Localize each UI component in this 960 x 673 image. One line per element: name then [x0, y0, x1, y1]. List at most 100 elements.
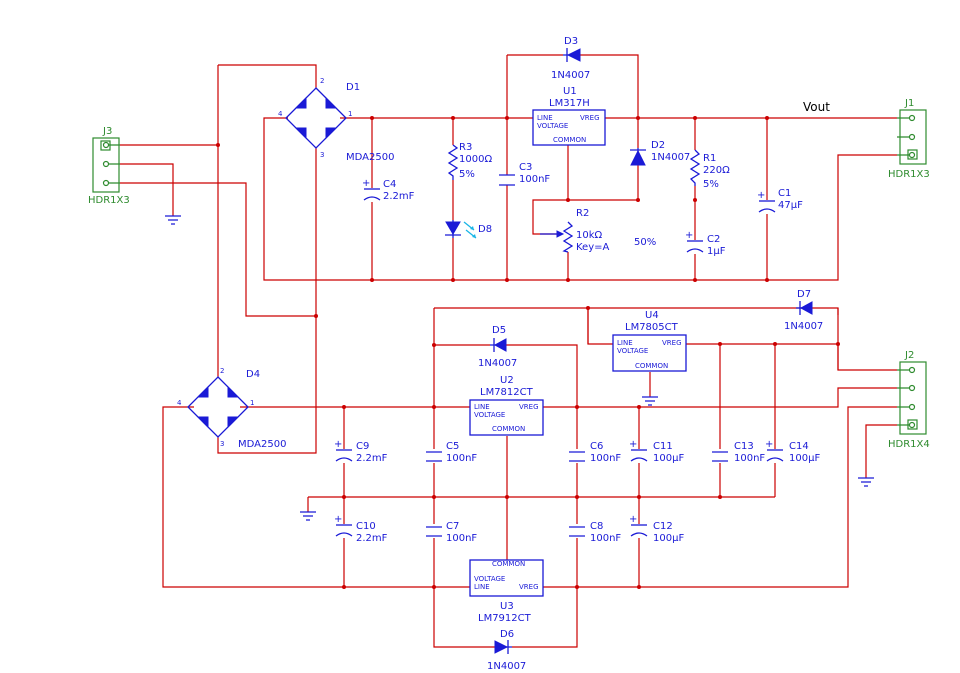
- pin-label: VREG: [519, 403, 539, 411]
- capacitor-c8[interactable]: C8 100nF: [569, 521, 621, 544]
- pin-label: 2: [220, 367, 224, 375]
- capacitor-c9[interactable]: + C9 2.2mF: [334, 439, 388, 464]
- led-d8[interactable]: D8: [445, 220, 492, 239]
- connector-value: HDR1X3: [888, 169, 930, 180]
- component-value: 100µF: [653, 453, 684, 464]
- diode-d2[interactable]: D2 1N4007: [630, 140, 690, 166]
- component-value: 1N4007: [478, 358, 517, 369]
- capacitor-c5[interactable]: C5 100nF: [426, 441, 477, 464]
- component-value: 1N4007: [651, 152, 690, 163]
- component-value: 1N4007: [551, 70, 590, 81]
- capacitor-c11[interactable]: + C11 100µF: [629, 439, 684, 464]
- pin-label: LINE: [474, 583, 490, 591]
- component-ref: D4: [246, 369, 260, 380]
- capacitor-c2[interactable]: + C2 1µF: [685, 230, 726, 257]
- component-tolerance: 5%: [459, 169, 475, 180]
- component-value: 100nF: [590, 453, 621, 464]
- diode-d3[interactable]: D3 1N4007: [551, 36, 590, 81]
- component-value: 10kΩ: [576, 230, 603, 241]
- component-value: 1N4007: [784, 321, 823, 332]
- component-value: 100nF: [519, 174, 550, 185]
- regulator-u4[interactable]: LINE VOLTAGE VREG COMMON U4 LM7805CT: [612, 310, 687, 372]
- ground-symbol: [165, 215, 181, 225]
- capacitor-c1[interactable]: + C1 47µF: [757, 188, 803, 213]
- component-value: 2.2mF: [356, 453, 388, 464]
- component-ref: C10: [356, 521, 376, 532]
- component-ref: R3: [459, 142, 472, 153]
- regulator-u1[interactable]: LINE VOLTAGE VREG COMMON U1 LM317H: [532, 86, 606, 146]
- component-ref: D5: [492, 325, 506, 336]
- component-ref: C3: [519, 162, 532, 173]
- connector-ref: J1: [904, 98, 914, 109]
- component-ref: D8: [478, 224, 492, 235]
- capacitor-c10[interactable]: + C10 2.2mF: [334, 514, 388, 544]
- component-value: MDA2500: [346, 152, 394, 163]
- capacitor-c6[interactable]: C6 100nF: [569, 441, 621, 464]
- component-key: Key=A: [576, 242, 610, 253]
- resistor-r1[interactable]: R1 220Ω 5%: [689, 149, 730, 190]
- connector-ref: J3: [102, 126, 112, 137]
- diode-d6[interactable]: D6 1N4007: [487, 629, 526, 672]
- component-ref: R2: [576, 208, 589, 219]
- component-value: 100nF: [446, 533, 477, 544]
- pin-label: VOLTAGE: [537, 122, 568, 130]
- capacitor-c14[interactable]: + C14 100µF: [765, 439, 820, 464]
- connector-j3[interactable]: J3 HDR1X3: [88, 126, 130, 206]
- connector-j1[interactable]: J1 HDR1X3: [888, 98, 930, 180]
- diode-d5[interactable]: D5 1N4007: [478, 325, 517, 369]
- plus-sign: +: [362, 178, 370, 189]
- pin-label: VOLTAGE: [474, 411, 505, 419]
- capacitor-c13[interactable]: C13 100nF: [712, 441, 765, 464]
- resistor-r3[interactable]: R3 1000Ω 5%: [447, 142, 492, 180]
- ground-symbol: [858, 477, 874, 487]
- pin-label: VREG: [519, 583, 539, 591]
- pin-label: 2: [320, 77, 324, 85]
- net-label-vout: Vout: [803, 100, 830, 114]
- bridge-rectifier-d1[interactable]: 2 1 3 4 D1 MDA2500: [278, 77, 394, 163]
- pin-label: 3: [220, 440, 224, 448]
- component-value: 1µF: [707, 246, 726, 257]
- capacitor-c3[interactable]: C3 100nF: [499, 162, 550, 186]
- pin-label: 1: [348, 110, 352, 118]
- plus-sign: +: [334, 514, 342, 525]
- junctions: [216, 116, 840, 589]
- component-ref: C6: [590, 441, 603, 452]
- component-value: 100µF: [653, 533, 684, 544]
- connector-j2[interactable]: J2 HDR1X4: [888, 350, 930, 450]
- component-value: 47µF: [778, 200, 803, 211]
- potentiometer-r2[interactable]: R2 10kΩ Key=A: [540, 208, 610, 253]
- pin-label: 4: [278, 110, 283, 118]
- plus-sign: +: [685, 230, 693, 241]
- component-value: 100nF: [446, 453, 477, 464]
- bridge-rectifier-d4[interactable]: 2 1 3 4 D4 MDA2500: [177, 367, 286, 450]
- capacitor-c4[interactable]: + C4 2.2mF: [362, 178, 415, 202]
- plus-sign: +: [629, 514, 637, 525]
- pin-label: LINE: [617, 339, 633, 347]
- pin-label: 1: [250, 399, 254, 407]
- diode-d7[interactable]: D7 1N4007: [784, 289, 823, 332]
- component-value: LM7812CT: [480, 387, 534, 398]
- component-ref: C11: [653, 441, 673, 452]
- component-value: 1000Ω: [459, 154, 492, 165]
- pin-label: VREG: [580, 114, 600, 122]
- component-value: LM317H: [549, 98, 590, 109]
- component-value: 100µF: [789, 453, 820, 464]
- component-ref: C1: [778, 188, 791, 199]
- component-value: 1N4007: [487, 661, 526, 672]
- pin-label: LINE: [474, 403, 490, 411]
- component-ref: U3: [500, 601, 514, 612]
- capacitor-c7[interactable]: C7 100nF: [426, 521, 477, 544]
- component-value: LM7805CT: [625, 322, 679, 333]
- component-ref: C14: [789, 441, 809, 452]
- plus-sign: +: [757, 190, 765, 201]
- capacitor-c12[interactable]: + C12 100µF: [629, 514, 684, 544]
- plus-sign: +: [629, 439, 637, 450]
- plus-sign: +: [765, 439, 773, 450]
- regulator-u2[interactable]: LINE VOLTAGE VREG COMMON U2 LM7812CT: [469, 375, 544, 436]
- component-ref: D6: [500, 629, 514, 640]
- regulator-u3[interactable]: COMMON VOLTAGE LINE VREG U3 LM7912CT: [469, 559, 544, 624]
- pin-label: COMMON: [492, 560, 525, 568]
- component-ref: C9: [356, 441, 369, 452]
- pin-label: 3: [320, 151, 324, 159]
